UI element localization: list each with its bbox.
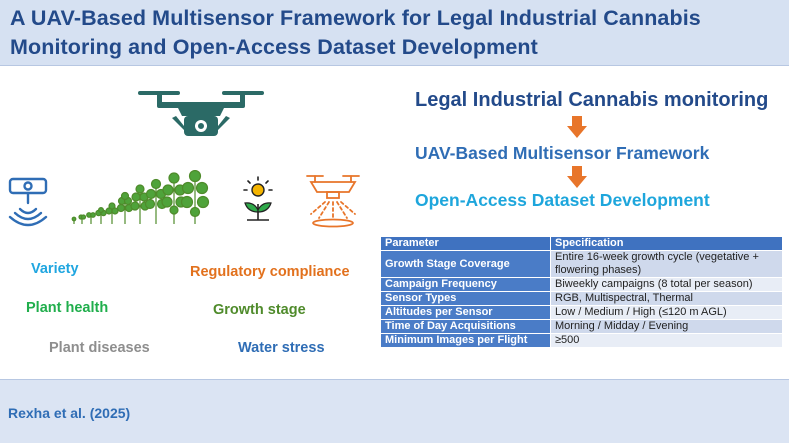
table-cell-specification: RGB, Multispectral, Thermal [550,291,783,306]
table-cell-parameter: Minimum Images per Flight [380,333,551,348]
spray-drone-icon [306,175,360,228]
table-cell-parameter: Altitudes per Sensor [380,305,551,320]
footer-banner: Rexha et al. (2025) [0,379,789,443]
keyword-plant-diseases: Plant diseases [49,340,150,356]
keyword-water-stress: Water stress [238,340,325,356]
table-cell-specification: Biweekly campaigns (8 total per season) [550,277,783,292]
plant-growth-stages-icon [71,170,210,224]
table-cell-specification: Low / Medium / High (≤120 m AGL) [550,305,783,320]
table-cell-specification: Morning / Midday / Evening [550,319,783,334]
citation: Rexha et al. (2025) [8,405,131,421]
table-header-row: Parameter Specification [380,236,783,251]
keyword-growth-stage: Growth stage [213,302,306,318]
table-cell-parameter: Time of Day Acquisitions [380,319,551,334]
table-row: Growth Stage Coverage Entire 16-week gro… [380,250,783,278]
title-line-2: Monitoring and Open-Access Dataset Devel… [10,35,538,59]
specification-table: Parameter Specification Growth Stage Cov… [380,236,783,348]
table-cell-parameter: Growth Stage Coverage [380,250,551,278]
sensor-signal-icon [8,177,48,227]
table-cell-specification: ≥500 [550,333,783,348]
title-line-1: A UAV-Based Multisensor Framework for Le… [10,6,701,30]
flow-step-framework: UAV-Based Multisensor Framework [415,143,710,163]
table-cell-parameter: Campaign Frequency [380,277,551,292]
keyword-plant-health: Plant health [26,300,109,316]
flow-step-monitoring: Legal Industrial Cannabis monitoring [415,89,769,111]
table-cell-specification: Entire 16-week growth cycle (vegetative … [550,250,783,278]
column-header-specification: Specification [550,236,783,251]
table-row: Altitudes per Sensor Low / Medium / High… [380,305,783,320]
drone-icon [138,91,264,136]
down-arrow-icon [567,116,587,138]
table-cell-parameter: Sensor Types [380,291,551,306]
table-row: Campaign Frequency Biweekly campaigns (8… [380,277,783,292]
keyword-variety: Variety [31,261,79,277]
table-row: Time of Day Acquisitions Morning / Midda… [380,319,783,334]
column-header-parameter: Parameter [380,236,551,251]
down-arrow-icon [567,166,587,188]
keyword-regulatory-compliance: Regulatory compliance [190,264,350,280]
flow-step-dataset: Open-Access Dataset Development [415,190,710,210]
table-row: Sensor Types RGB, Multispectral, Thermal [380,291,783,306]
sun-plant-icon [243,176,273,221]
table-row: Minimum Images per Flight ≥500 [380,333,783,348]
title-banner: A UAV-Based Multisensor Framework for Le… [0,0,789,66]
